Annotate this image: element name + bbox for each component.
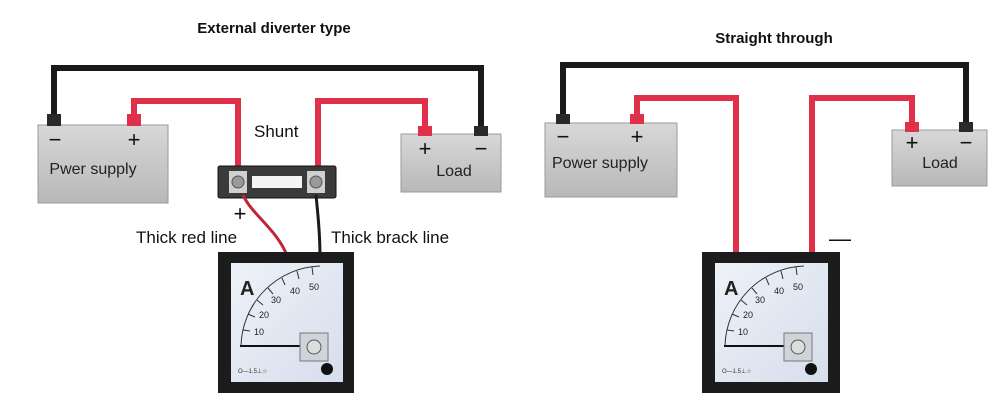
meter-scale-50: 50 bbox=[309, 282, 319, 292]
load-positive-terminal bbox=[418, 126, 432, 136]
red-wire-supply-shunt bbox=[131, 98, 241, 168]
meter-scale-10: 10 bbox=[254, 327, 264, 337]
meter-face bbox=[231, 263, 343, 382]
shunt-left-screw bbox=[231, 175, 245, 189]
meter-scale-40-right: 40 bbox=[774, 286, 784, 296]
red-wire-supply-meter bbox=[634, 95, 739, 256]
meter-pivot-right bbox=[790, 339, 806, 355]
supply-positive-terminal-right bbox=[630, 114, 644, 124]
load-label-right: Load bbox=[922, 155, 958, 172]
meter-red-lead bbox=[241, 194, 290, 259]
load-negative-terminal-right bbox=[959, 122, 973, 132]
supply-pos-sign-right: + bbox=[631, 124, 644, 149]
left-title: External diverter type bbox=[197, 20, 350, 37]
red-wire-shunt-load bbox=[315, 98, 428, 168]
supply-negative-terminal bbox=[47, 114, 61, 126]
meter-face-right bbox=[715, 263, 828, 382]
load-neg-sign: − bbox=[475, 136, 488, 161]
supply-pos-sign: + bbox=[128, 127, 141, 152]
meter-pivot bbox=[306, 339, 322, 355]
meter-scale-50-right: 50 bbox=[793, 282, 803, 292]
supply-neg-sign-right: − bbox=[557, 124, 570, 149]
meter-scale-20: 20 bbox=[259, 310, 269, 320]
black-wire-top-right bbox=[560, 62, 969, 125]
meter-letter: A bbox=[240, 278, 254, 300]
supply-neg-sign: − bbox=[49, 127, 62, 152]
meter-zero-adjust-screw-right bbox=[805, 363, 817, 375]
shunt-plus-sign: + bbox=[234, 201, 247, 226]
shunt-resistor-element bbox=[252, 176, 302, 188]
red-wire-meter-load bbox=[809, 95, 915, 256]
black-wire-top bbox=[51, 65, 484, 128]
meter-scale-30-right: 30 bbox=[755, 295, 765, 305]
meter-scale-arc bbox=[240, 265, 321, 347]
supply-negative-terminal-right bbox=[556, 114, 570, 124]
load-positive-terminal-right bbox=[905, 122, 919, 132]
load-box bbox=[400, 133, 502, 193]
power-supply-box bbox=[37, 124, 169, 204]
left-diagram: External diverter type − + Pwer supply +… bbox=[37, 20, 502, 393]
meter-mark-right: O—1.5⊥☆ bbox=[722, 368, 752, 375]
load-label: Load bbox=[436, 163, 472, 180]
shunt-label: Shunt bbox=[254, 122, 299, 141]
meter-scale-20-right: 20 bbox=[743, 310, 753, 320]
load-box-right bbox=[891, 129, 988, 187]
shunt-right-screw bbox=[309, 175, 323, 189]
load-neg-sign-right: − bbox=[960, 130, 973, 155]
power-supply-label-right: Power supply bbox=[552, 155, 648, 172]
meter-zero-adjust-screw bbox=[321, 363, 333, 375]
meter-scale-10-right: 10 bbox=[738, 327, 748, 337]
meter-ticks bbox=[241, 266, 314, 347]
power-supply-box-right bbox=[544, 122, 678, 198]
meter-scale-30: 30 bbox=[271, 295, 281, 305]
load-negative-terminal bbox=[474, 126, 488, 136]
power-supply-label: Pwer supply bbox=[49, 161, 136, 178]
black-wire-label: Thick brack line bbox=[331, 228, 449, 247]
meter-minus-sign: — bbox=[829, 226, 851, 251]
supply-positive-terminal bbox=[127, 114, 141, 126]
right-ammeter: A 10 20 30 40 50 O—1.5⊥☆ bbox=[702, 252, 840, 393]
right-diagram: Straight through − + Power supply + − Lo… bbox=[544, 30, 988, 393]
red-wire-label: Thick red line bbox=[136, 228, 237, 247]
meter-scale-arc-right bbox=[724, 265, 805, 347]
right-title: Straight through bbox=[715, 30, 832, 47]
load-pos-sign: + bbox=[419, 136, 432, 161]
load-pos-sign-right: + bbox=[906, 130, 919, 155]
meter-mark: O—1.5⊥☆ bbox=[238, 368, 268, 375]
left-ammeter: A 10 20 30 40 50 O—1.5⊥☆ bbox=[218, 252, 354, 393]
meter-black-lead bbox=[314, 194, 322, 259]
meter-scale-40: 40 bbox=[290, 286, 300, 296]
meter-letter-right: A bbox=[724, 278, 738, 300]
